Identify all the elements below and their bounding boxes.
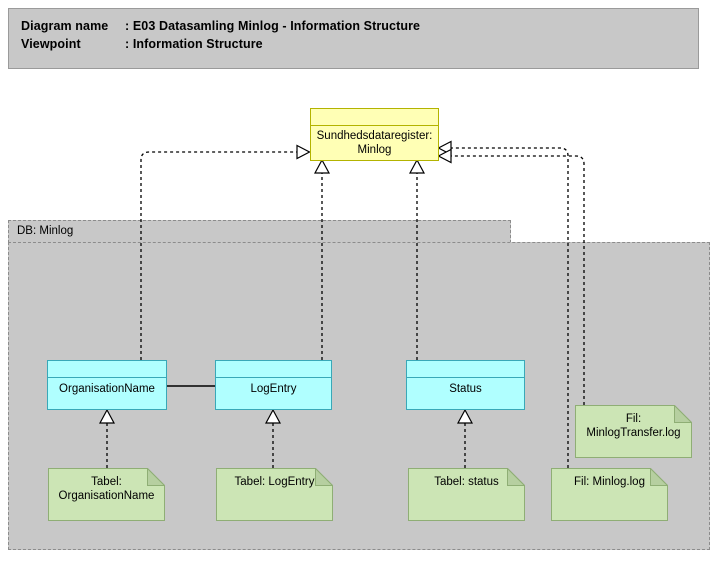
- node-tabel-status[interactable]: Tabel: status: [408, 468, 525, 521]
- node-log-entry[interactable]: LogEntry: [215, 360, 332, 410]
- connector-status-to-system: [408, 158, 426, 360]
- viewpoint-key: Viewpoint: [21, 37, 81, 51]
- viewpoint-value: : Information Structure: [125, 37, 263, 51]
- node-label: OrganisationName: [59, 383, 155, 395]
- grouping-header-tab: DB: Minlog: [8, 220, 511, 243]
- node-label: Tabel: status: [434, 476, 499, 488]
- node-tabel-log-entry[interactable]: Tabel: LogEntry: [216, 468, 333, 521]
- connector-tabel-status-to-status: [456, 408, 474, 468]
- node-header-strip: [311, 109, 438, 126]
- node-status[interactable]: Status: [406, 360, 525, 410]
- connector-tabel-log-entry-to-log-entry: [264, 408, 282, 468]
- node-header-strip: [48, 361, 166, 378]
- diagram-header-band: Diagram name : E03 Datasamling Minlog - I…: [8, 8, 699, 69]
- node-tabel-organisation-name[interactable]: Tabel: OrganisationName: [48, 468, 165, 521]
- node-organisation-name[interactable]: OrganisationName: [47, 360, 167, 410]
- connector-fil-minlog-to-system: [437, 140, 569, 468]
- artifact-shape-icon: [216, 468, 333, 521]
- diagram-name-value: : E03 Datasamling Minlog - Information S…: [125, 19, 421, 33]
- node-label: Tabel: LogEntry: [234, 476, 315, 488]
- node-fil-minlog-transfer-log[interactable]: Fil: MinlogTransfer.log: [575, 405, 692, 458]
- artifact-shape-icon: [48, 468, 165, 521]
- node-label: Fil: MinlogTransfer.log: [586, 413, 681, 439]
- artifact-shape-icon: [551, 468, 668, 521]
- connector-tabel-organisation-name-to-organisation-name: [98, 408, 116, 468]
- node-sundhedsdataregister-minlog[interactable]: Sundhedsdataregister: Minlog: [310, 108, 439, 161]
- node-header-strip: [407, 361, 524, 378]
- node-label: Tabel: OrganisationName: [58, 476, 155, 502]
- diagram-name-line: Diagram name : E03 Datasamling Minlog - I…: [21, 19, 420, 33]
- artifact-shape-icon: [408, 468, 525, 521]
- connector-log-entry-to-system: [313, 158, 331, 360]
- node-label: Status: [449, 383, 482, 395]
- diagram-name-key: Diagram name: [21, 19, 109, 33]
- node-fil-minlog-log[interactable]: Fil: Minlog.log: [551, 468, 668, 521]
- connector-fil-minlog-transfer-to-system: [437, 148, 585, 405]
- artifact-shape-icon: [575, 405, 692, 458]
- grouping-label: DB: Minlog: [17, 225, 74, 237]
- node-header-strip: [216, 361, 331, 378]
- node-label: LogEntry: [250, 383, 297, 395]
- viewpoint-line: Viewpoint : Information Structure: [21, 37, 263, 51]
- node-label: Sundhedsdataregister: Minlog: [316, 130, 433, 156]
- node-label: Fil: Minlog.log: [574, 476, 645, 488]
- connector-organisation-name-to-system: [140, 144, 311, 360]
